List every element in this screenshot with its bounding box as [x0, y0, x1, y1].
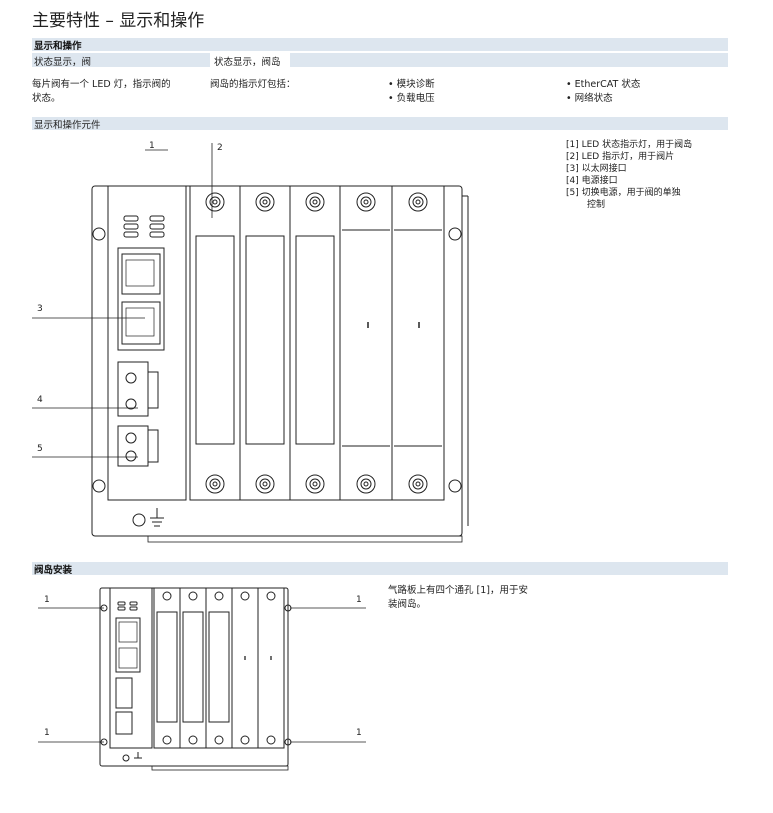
legend-item: [4] 电源接口 [566, 176, 618, 186]
legend-item: 控制 [587, 200, 606, 210]
subheader-valve-status: 状态显示，阀 [34, 57, 92, 68]
callout-1-top-left: 1 [44, 595, 50, 605]
col1-line1: 每片阀有一个 LED 灯，指示阀的 [32, 79, 171, 90]
elements-header-band: 显示和操作元件 [32, 117, 728, 131]
subheader-island-status: 状态显示，阀岛 [214, 57, 281, 68]
col2-text: 阀岛的指示灯包括： [210, 79, 296, 90]
callout-1-bottom-left: 1 [44, 728, 50, 738]
callout-2: 2 [217, 143, 223, 153]
section-header-display-operation: 显示和操作 [32, 38, 728, 52]
callout-1-bottom-right: 1 [356, 728, 362, 738]
callout-4: 4 [37, 395, 43, 405]
col1-line2: 状态。 [32, 93, 61, 104]
legend-item: [5] 切换电源，用于阀的单独 [566, 188, 681, 198]
legend-item: [3] 以太网接口 [566, 164, 627, 174]
section-header-installation: 阀岛安装 [32, 562, 728, 576]
callout-1: 1 [149, 141, 155, 151]
list-item: • EtherCAT 状态 [566, 79, 641, 90]
legend-item: [2] LED 指示灯，用于阀片 [566, 152, 675, 162]
section-header-label: 显示和操作 [34, 41, 82, 52]
list-item: • 网络状态 [566, 93, 613, 104]
page-title: 主要特性 – 显示和操作 [32, 11, 205, 31]
figure-legend: [1] LED 状态指示灯，用于阀岛 [2] LED 指示灯，用于阀片 [3] … [566, 139, 692, 211]
list-item: • 负载电压 [388, 93, 435, 104]
col1-text: 每片阀有一个 LED 灯，指示阀的 状态。 [32, 78, 202, 106]
installation-text: 气路板上有四个通孔 [1]，用于安 装阀岛。 [388, 584, 568, 612]
legend-item: [1] LED 状态指示灯，用于阀岛 [566, 140, 693, 150]
installation-line2: 装阀岛。 [388, 599, 427, 610]
callout-1-top-right: 1 [356, 595, 362, 605]
callout-5: 5 [37, 444, 43, 454]
col3-list: • 模块诊断 • 负载电压 [388, 78, 435, 106]
callout-3: 3 [37, 304, 43, 314]
list-item: • 模块诊断 [388, 79, 435, 90]
subheader-fill [290, 53, 728, 67]
section-header-label: 阀岛安装 [34, 565, 73, 576]
installation-line1: 气路板上有四个通孔 [1]，用于安 [388, 585, 528, 596]
elements-header-label: 显示和操作元件 [34, 120, 101, 131]
col4-list: • EtherCAT 状态 • 网络状态 [566, 78, 640, 106]
